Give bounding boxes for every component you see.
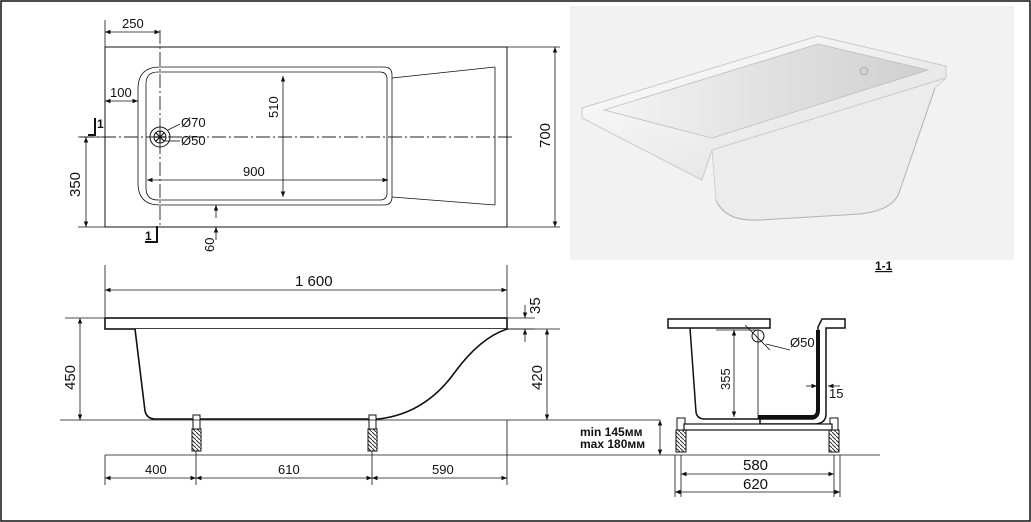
side-view: 1 600 450 35 420 [60,265,880,485]
top-view: 250 100 510 Ø70 Ø50 900 350 700 60 1 [67,16,560,252]
basin-outline-bottom [145,71,388,201]
dim-450: 450 [62,365,79,390]
dim-section-d50: Ø50 [790,335,815,350]
leg-max: max 180мм [580,437,645,451]
dim-355: 355 [718,368,733,390]
section-rim-left [667,318,771,329]
dim-350: 350 [67,172,84,197]
dim-590: 590 [432,462,454,477]
bathtub-render: 1-1 [570,6,1014,273]
dim-60: 60 [202,238,217,252]
section-view: Ø50 355 15 min 145мм max 180мм 580 620 [580,318,846,497]
drain-70-circle [149,126,171,148]
dim-420: 420 [529,365,546,390]
slope-line-bottom [391,196,496,206]
dim-620: 620 [743,476,768,493]
dim-100: 100 [110,85,132,100]
dim-400: 400 [145,462,167,477]
tub-rim-side [104,317,508,330]
dim-15: 15 [829,386,843,401]
dim-d70: Ø70 [181,115,206,130]
section-wall-thick [758,330,820,419]
section-marker-bottom [145,226,158,243]
dim-510: 510 [266,96,281,118]
overflow-icon [859,66,869,76]
section-drain-icon [751,329,765,343]
basin-outline-inner [137,66,393,206]
drain-icon [154,131,166,143]
section-marker-top [88,118,96,136]
tub-body-side [134,328,508,420]
section-label-top: 1 [97,117,104,131]
leg-left [191,414,202,452]
leg-right [367,414,378,452]
section-label-bottom: 1 [145,229,152,243]
dim-900: 900 [243,164,265,179]
dim-1600: 1 600 [295,273,333,290]
slope-line-top [391,66,496,79]
dim-580: 580 [743,457,768,474]
dim-250: 250 [122,16,144,31]
dim-d50: Ø50 [181,133,206,148]
section-legs [675,417,840,453]
section-shell [689,318,846,425]
section-title: 1-1 [875,259,893,273]
dim-35: 35 [527,297,544,314]
dim-700: 700 [537,123,554,148]
dim-610: 610 [278,462,300,477]
leg-min: min 145мм [580,425,643,439]
